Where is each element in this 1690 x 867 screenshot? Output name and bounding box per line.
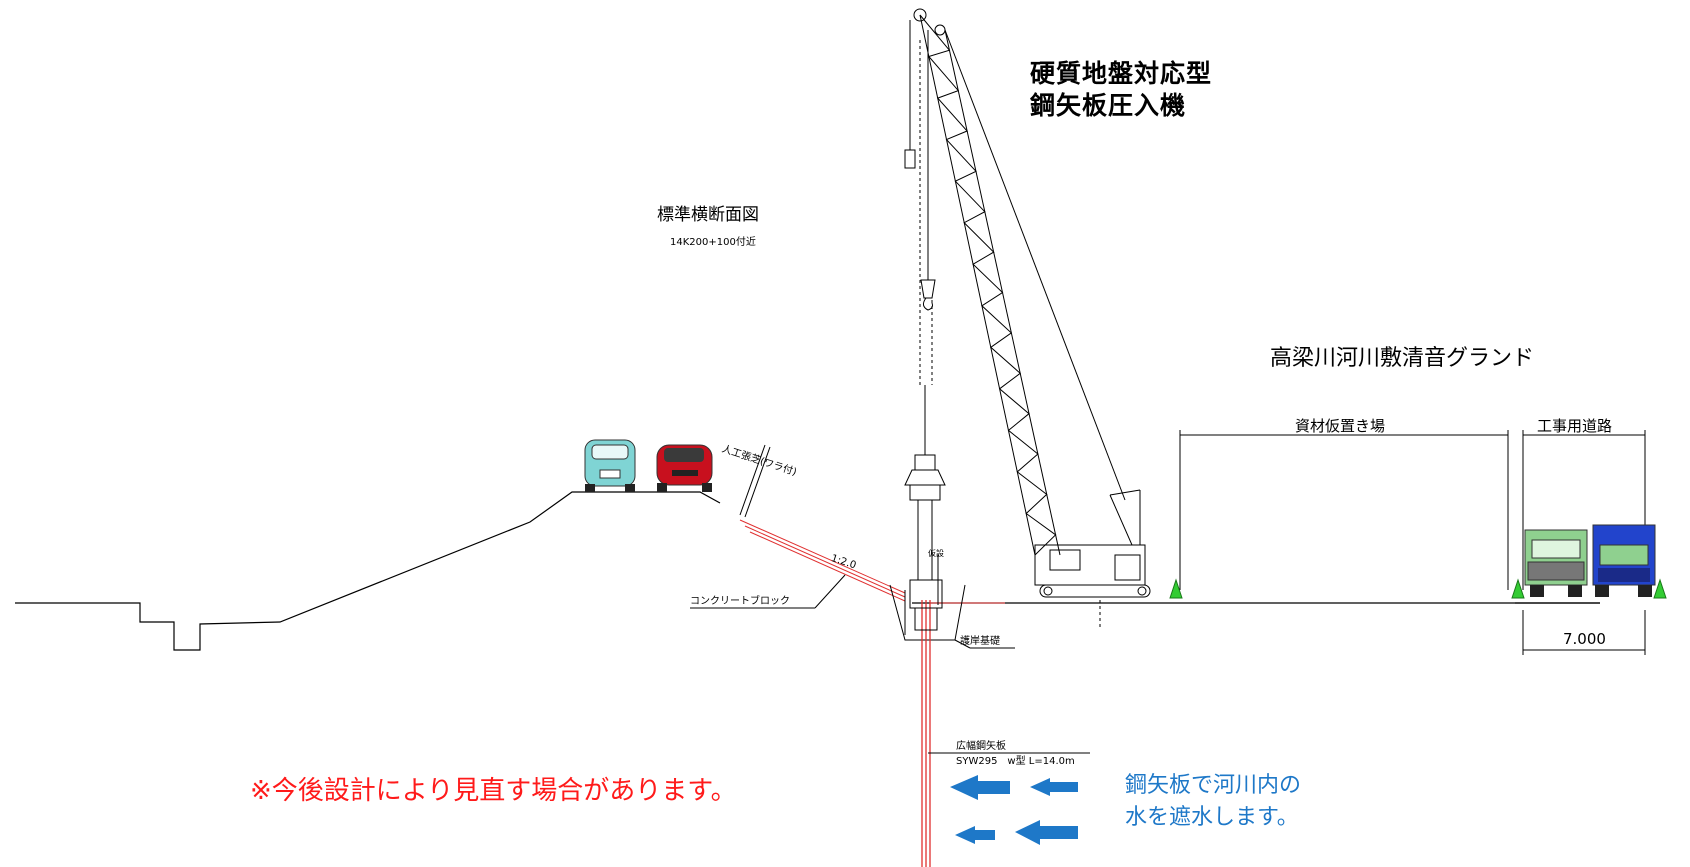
- traffic-cones: [1169, 578, 1667, 599]
- turf-leader: [739, 444, 771, 518]
- sheet-pile: [921, 600, 931, 867]
- ground-profile: [15, 491, 1600, 651]
- pile-name: 広幅鋼矢板: [956, 741, 1006, 752]
- truck-left: [1524, 529, 1588, 597]
- press-in-machine: [904, 385, 946, 635]
- work-road-label: 工事用道路: [1537, 417, 1613, 435]
- section-location: 14K200+100付近: [670, 237, 756, 248]
- pile-spec: SYW295 w型 L=14.0m: [956, 756, 1075, 767]
- truck-right: [1592, 524, 1656, 597]
- storage-dimension: [1179, 430, 1646, 655]
- machine-title: 硬質地盤対応型 鋼矢板圧入機: [1030, 58, 1212, 122]
- small-tag: 仮設: [928, 549, 944, 558]
- water-arrows: [950, 775, 1078, 845]
- design-notice: ※今後設計により見直す場合があります。: [250, 776, 737, 806]
- road-width-label: 7.000: [1563, 630, 1606, 648]
- machine-title-line-1: 硬質地盤対応型: [1030, 59, 1213, 88]
- water-note-line-1: 鋼矢板で河川内の: [1125, 773, 1302, 798]
- car-left: [584, 439, 636, 492]
- machine-title-line-2: 鋼矢板圧入機: [1030, 91, 1187, 120]
- car-right: [656, 444, 713, 492]
- water-note: 鋼矢板で河川内の 水を遮水します。: [1125, 770, 1301, 834]
- water-note-line-2: 水を遮水します。: [1125, 805, 1299, 830]
- place-name: 高梁川河川敷清音グランド: [1270, 346, 1535, 371]
- section-title: 標準横断面図: [657, 205, 759, 225]
- revetment-foundation-label: 護岸基礎: [960, 636, 1000, 647]
- concrete-block-slope: [739, 519, 1005, 604]
- storage-label: 資材仮置き場: [1295, 417, 1386, 435]
- concrete-block-label: コンクリートブロック: [690, 596, 790, 607]
- crawler-crane: [904, 8, 1151, 630]
- concrete-block-leader: [690, 574, 846, 609]
